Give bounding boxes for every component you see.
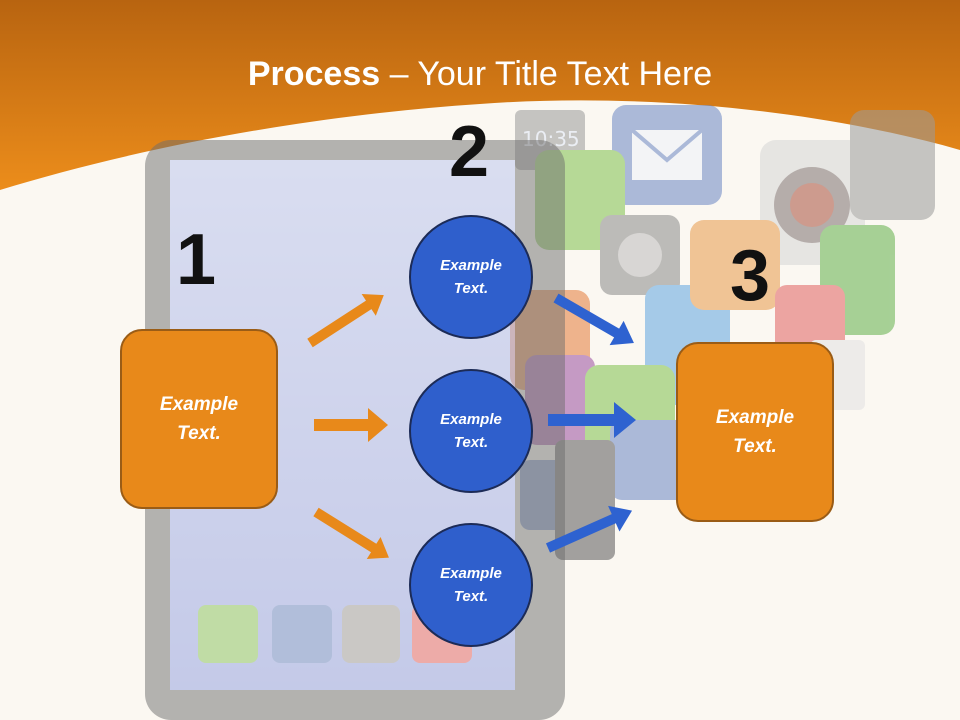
step-number-2: 2 <box>449 112 490 192</box>
circle-bottom-line2: Text. <box>453 588 489 605</box>
box-step-3-line2: Text. <box>733 436 777 457</box>
box-step-1: Example Text. <box>120 329 278 509</box>
title-bold: Process <box>247 55 381 93</box>
box-step-3-line1: Example <box>715 407 795 428</box>
box-step-1-line1: Example <box>159 394 239 415</box>
title-rest: – Your Title Text Here <box>380 55 713 93</box>
header-band <box>0 0 960 190</box>
box-step-1-line2: Text. <box>177 423 221 444</box>
box-step-3: Example Text. <box>676 342 834 522</box>
circle-top-line2: Text. <box>453 280 489 297</box>
circle-middle: Example Text. <box>409 369 533 493</box>
circle-bottom-line1: Example <box>440 565 502 582</box>
circle-middle-line2: Text. <box>453 434 489 451</box>
circle-bottom: Example Text. <box>409 523 533 647</box>
step-number-1: 1 <box>176 220 217 300</box>
step-number-3: 3 <box>730 236 771 316</box>
circle-top: Example Text. <box>409 215 533 339</box>
circle-middle-line1: Example <box>440 411 502 428</box>
slide-title: Process – Your Title Text Here <box>0 52 960 96</box>
circle-top-line1: Example <box>440 257 502 274</box>
